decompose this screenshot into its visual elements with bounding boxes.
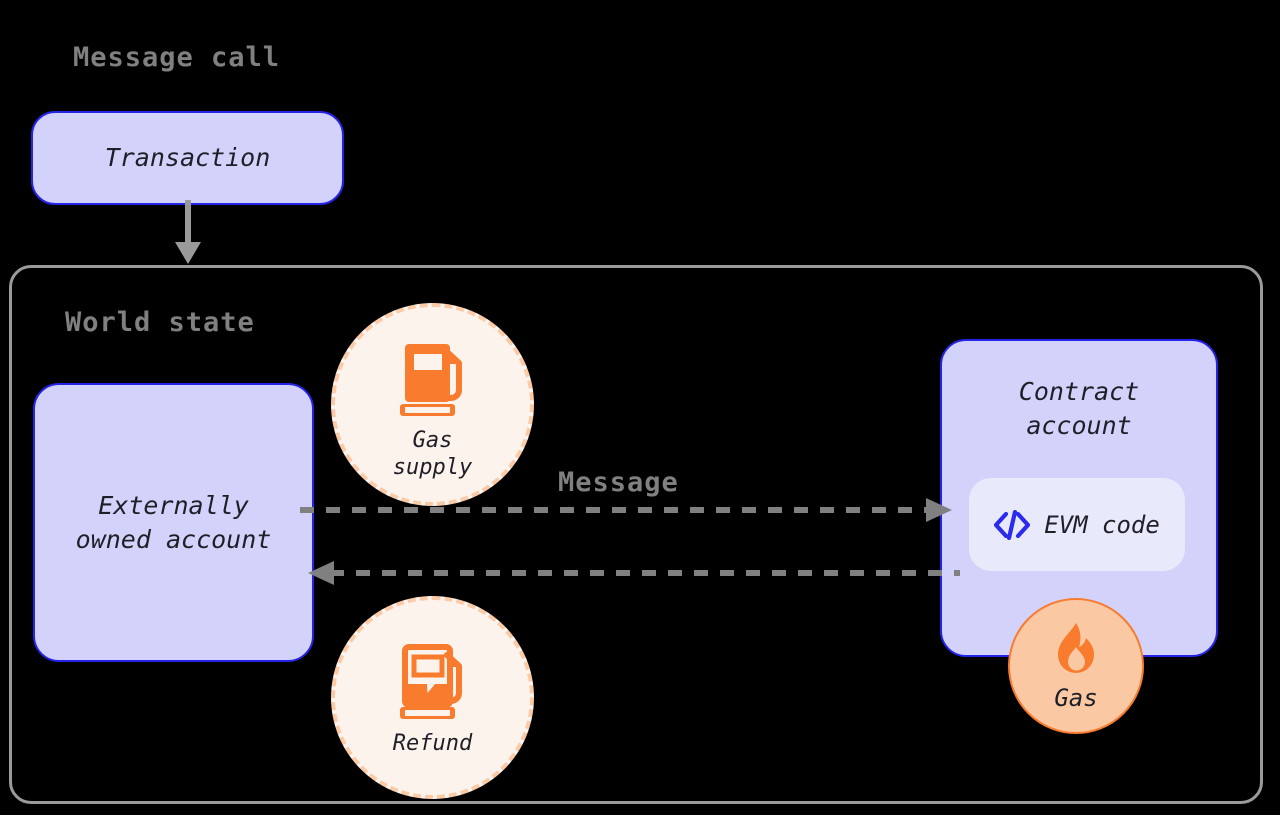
- evm-code-label: EVM code: [1044, 510, 1160, 539]
- code-brackets-icon: [994, 509, 1031, 540]
- world-state-frame: [9, 265, 1263, 804]
- gas-badge: Gas: [1008, 598, 1144, 734]
- externally-owned-account-node[interactable]: Externally owned account: [33, 383, 314, 662]
- return-arrow: [308, 561, 960, 585]
- message-arrow: [300, 498, 952, 522]
- refund-label: Refund: [392, 731, 473, 757]
- flame-icon: [1058, 622, 1094, 673]
- message-arrow-label: Message: [558, 467, 679, 498]
- gas-badge-label: Gas: [1054, 683, 1098, 712]
- contract-account-label: Contract account: [1018, 377, 1140, 440]
- transaction-to-world-state-arrow: [175, 200, 201, 264]
- message-call-title: Message call: [73, 42, 281, 73]
- evm-code-chip[interactable]: EVM code: [969, 478, 1185, 571]
- transaction-label: Transaction: [104, 143, 271, 173]
- fuel-pump-partial-icon: [399, 644, 462, 720]
- world-state-title: World state: [65, 307, 255, 338]
- externally-owned-account-label: Externally owned account: [75, 490, 272, 554]
- fuel-pump-full-icon: [399, 343, 462, 416]
- gas-supply-badge: Gas supply: [331, 303, 534, 506]
- transaction-node[interactable]: Transaction: [31, 111, 344, 205]
- refund-badge: Refund: [331, 596, 534, 799]
- gas-supply-label: Gas supply: [392, 427, 473, 480]
